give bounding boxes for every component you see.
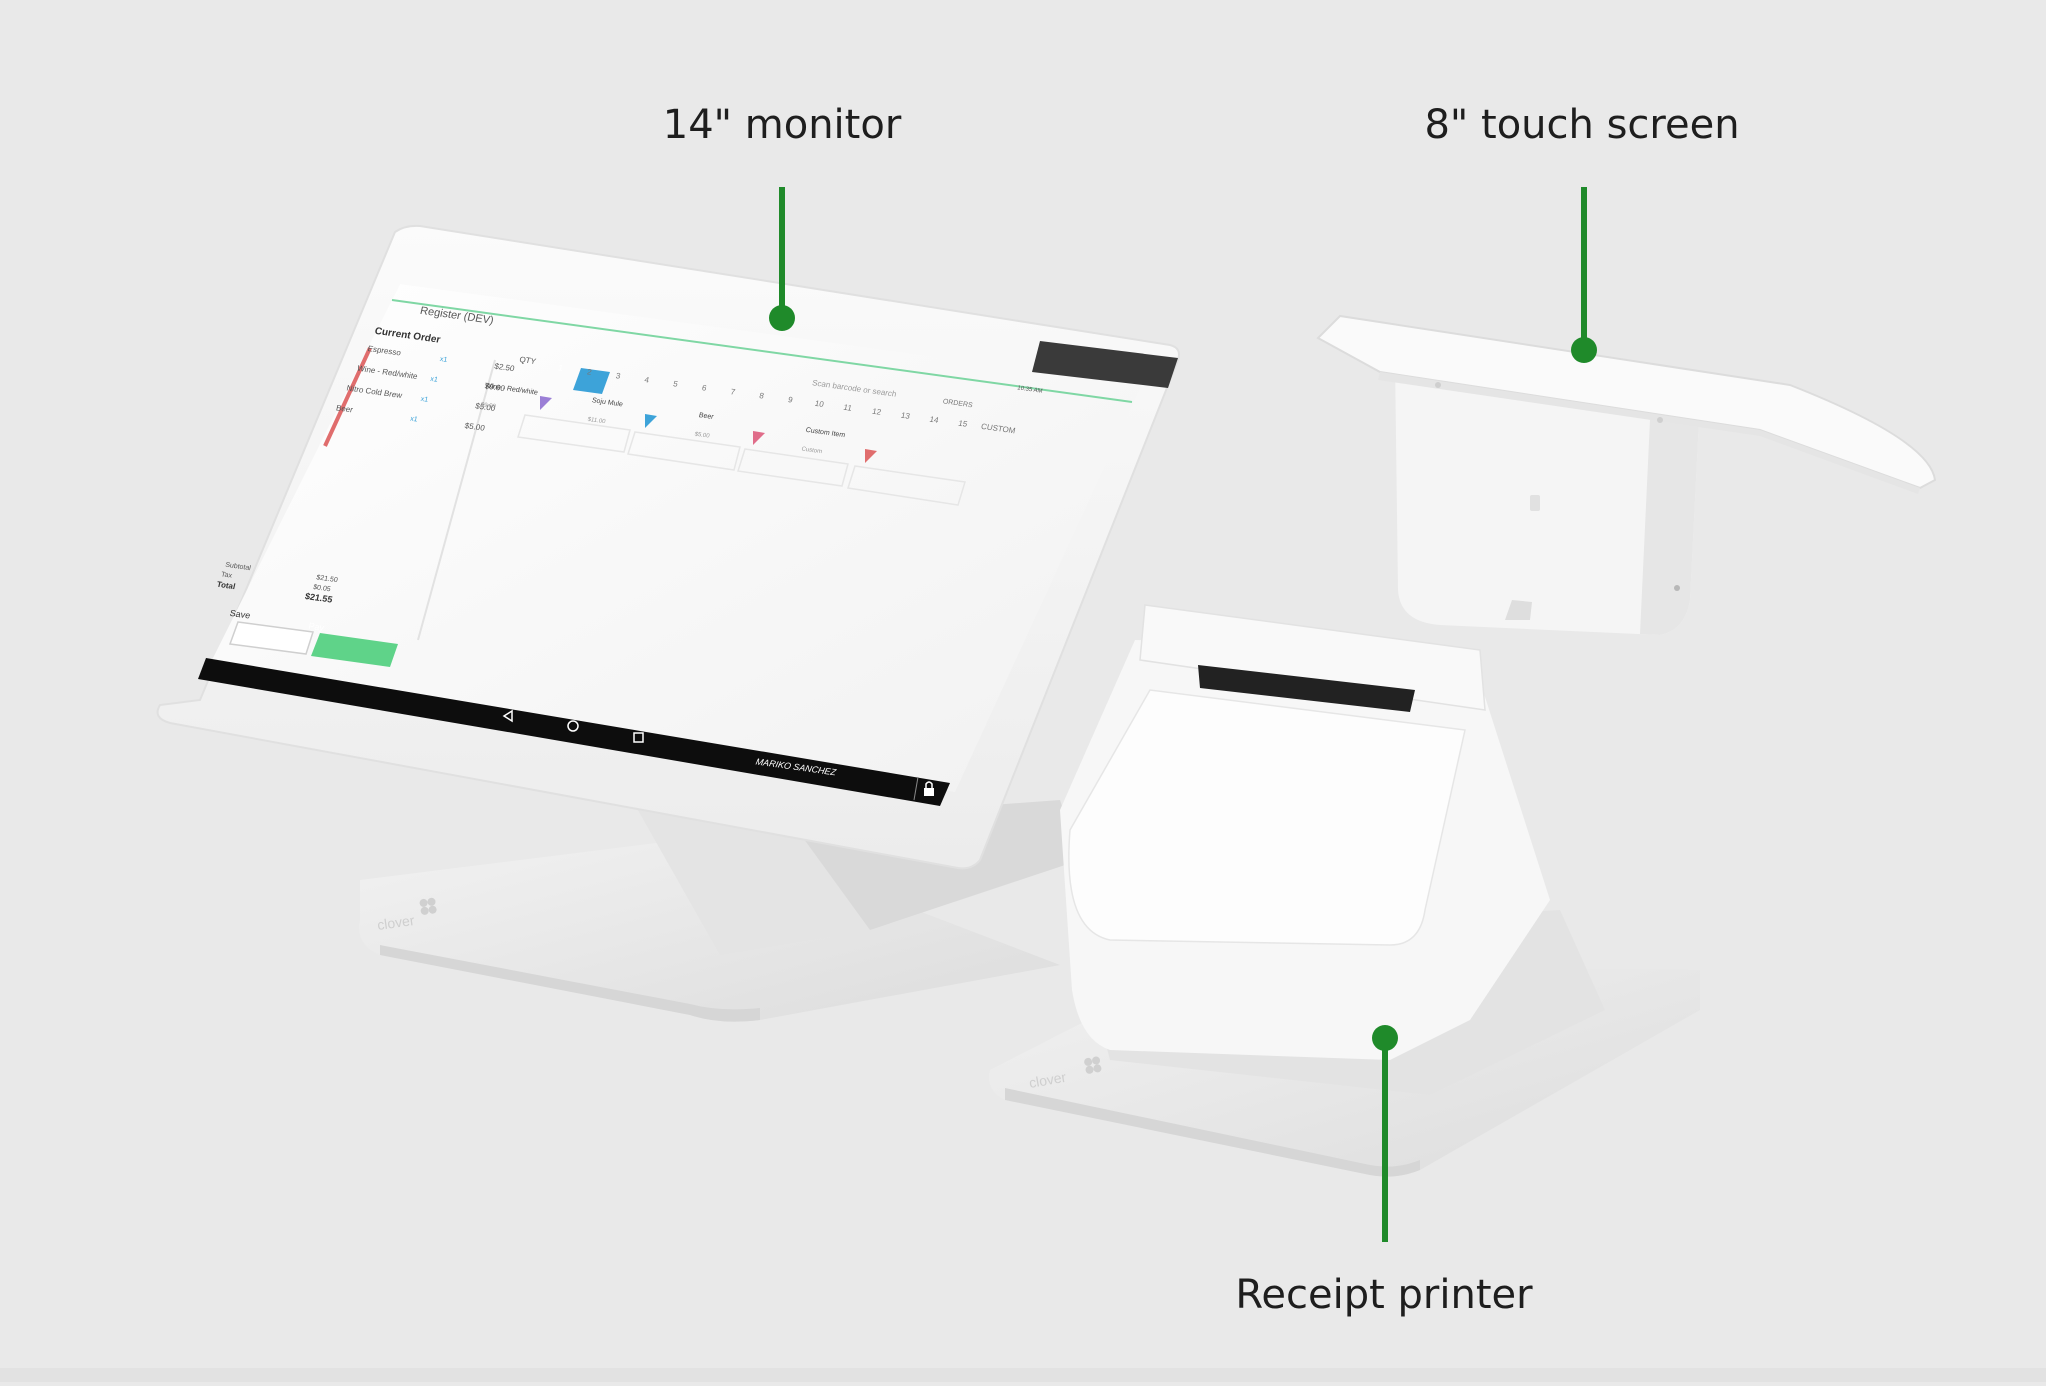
order-item-qty: x1 (409, 416, 418, 424)
qty-number-13[interactable]: 13 (900, 411, 911, 421)
monitor-label: 14" monitor (662, 102, 902, 148)
touch-screen-label: 8" touch screen (1424, 102, 1740, 148)
camera-bar (1032, 341, 1178, 388)
pay-button-shape (311, 633, 398, 667)
monitor-callout-dot (769, 305, 795, 331)
qty-number-15[interactable]: 15 (957, 419, 968, 429)
qty-number-11[interactable]: 11 (843, 403, 854, 413)
printer-callout-dot (1372, 1025, 1398, 1051)
item-tile-name[interactable]: Soju Mule (591, 397, 623, 408)
tax-label: Tax (220, 571, 233, 579)
order-item-price: $5.00 (464, 421, 486, 433)
qty-number-4[interactable]: 4 (644, 375, 651, 384)
nav-bar (198, 658, 950, 806)
order-item-price: $2.50 (494, 362, 516, 374)
receipt-printer (989, 604, 1700, 1177)
save-button[interactable]: Save (229, 608, 251, 621)
order-item-qty: x1 (439, 356, 448, 364)
qty-number-5[interactable]: 5 (672, 379, 679, 388)
clover-wordmark-monitor: clover (376, 912, 416, 933)
item-tile-price: $11.00 (587, 417, 607, 425)
qty-number-2[interactable]: 2 (586, 367, 593, 376)
qty-number-6[interactable]: 6 (701, 383, 708, 392)
monitor-screen (208, 284, 1142, 792)
total-value: $21.55 (304, 591, 333, 605)
qty-number-14[interactable]: 14 (929, 415, 940, 425)
order-item-qty: x1 (420, 396, 429, 404)
touch-screen-device (1316, 314, 1937, 635)
clover-logo-printer-base (1084, 1056, 1102, 1074)
paper-slot (1198, 665, 1415, 712)
pay-button[interactable]: Pay (308, 621, 326, 633)
qty-number-12[interactable]: 12 (871, 407, 882, 417)
qty-number-8[interactable]: 8 (758, 391, 765, 400)
monitor-stand (635, 805, 870, 955)
order-item-name: Beer (335, 403, 354, 414)
item-tile-price: $9.00 (480, 402, 497, 410)
qty-number-3[interactable]: 3 (615, 371, 622, 380)
qty-selected-chip (573, 368, 610, 394)
qty-number-1[interactable]: 1 (557, 363, 564, 372)
save-button-shape (228, 621, 314, 655)
item-tile-name[interactable]: Beer (698, 412, 715, 421)
item-tile-price: $5.00 (694, 432, 711, 440)
subtotal-label: Subtotal (225, 562, 252, 572)
clover-wordmark-printer: clover (1028, 1069, 1068, 1091)
touch-screen-top (1316, 314, 1937, 490)
orders-button[interactable]: ORDERS (942, 398, 973, 409)
order-item-qty: x1 (430, 376, 439, 384)
qty-number-7[interactable]: 7 (730, 387, 737, 396)
bottom-band (0, 1368, 2046, 1382)
qty-label: QTY (519, 355, 538, 366)
item-tile-price: Custom (801, 446, 823, 455)
total-label: Total (216, 580, 236, 591)
clover-logo-base (419, 897, 437, 915)
status-clock: 10:35 AM (1017, 385, 1043, 394)
order-item-price: $9.00 (484, 382, 506, 394)
qty-number-9[interactable]: 9 (787, 395, 794, 404)
qty-number-10[interactable]: 10 (814, 399, 825, 409)
pos-screen-text: Register (DEV) Current Order Espresso x1… (216, 305, 1043, 778)
order-item-price: $5.00 (474, 401, 496, 413)
printer-label: Receipt printer (1235, 1272, 1533, 1318)
monitor (156, 224, 1180, 1022)
touch-screen-callout-dot (1571, 337, 1597, 363)
callouts (769, 187, 1597, 1242)
tax-value: $0.05 (312, 584, 331, 593)
subtotal-value: $21.50 (316, 574, 339, 584)
